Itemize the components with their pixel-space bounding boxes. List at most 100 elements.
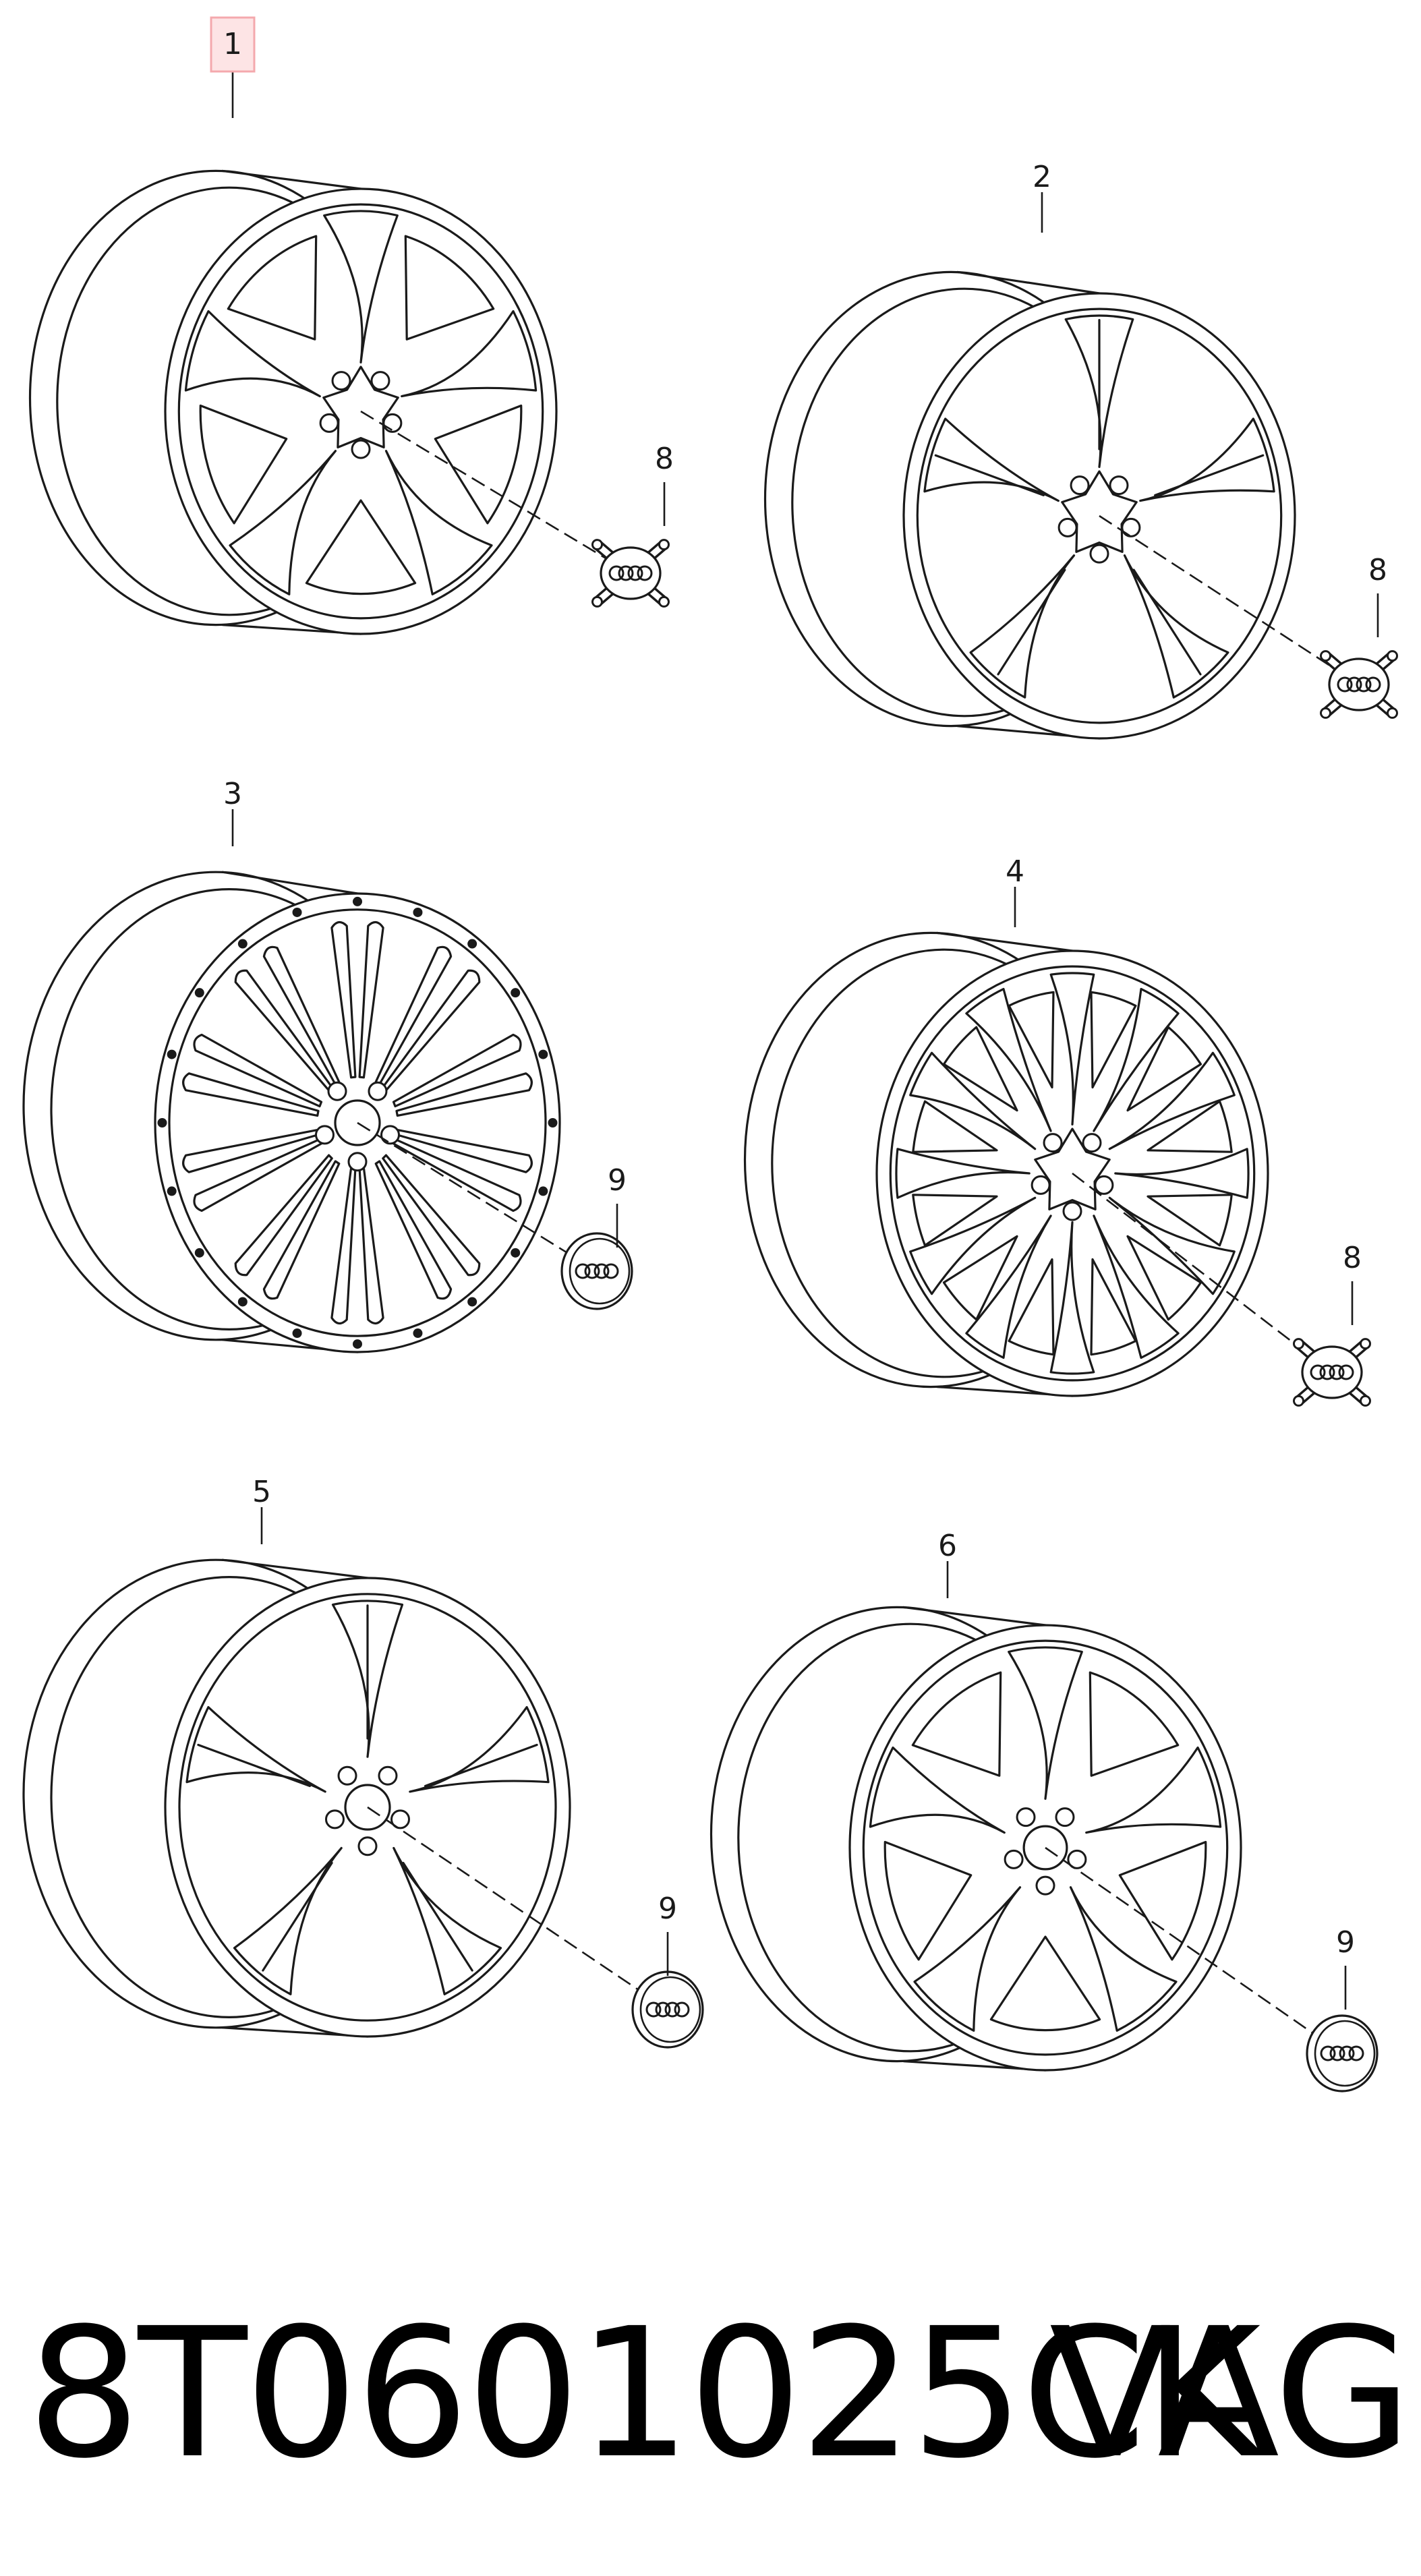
wheel-1 (28, 169, 558, 635)
spoke (395, 1129, 533, 1173)
wheel-2 (763, 270, 1296, 740)
spoke (182, 1072, 320, 1117)
emblem-ring (1356, 676, 1372, 693)
spoke (1093, 988, 1180, 1132)
lug-hole (382, 413, 403, 433)
lug-hole (331, 371, 351, 391)
spoke (229, 450, 337, 595)
brand-name: VAG (1049, 2290, 1412, 2498)
spoke (1049, 972, 1095, 1125)
spoke-window (1090, 1258, 1137, 1356)
emblem-ring (1319, 1364, 1335, 1380)
lug-hole (390, 1809, 411, 1829)
spoke (923, 417, 1060, 502)
spoke-groove (1132, 568, 1202, 676)
lug-hole (1067, 1849, 1087, 1869)
spoke-window (1008, 1258, 1055, 1356)
spoke (395, 1072, 533, 1117)
lug-hole (314, 1125, 335, 1145)
leader-dashed (357, 1121, 598, 1272)
spoke (182, 1129, 320, 1173)
wheel-rim-inner (862, 1639, 1229, 2056)
cap-body (1306, 2014, 1379, 2092)
barrel-edge (221, 169, 362, 190)
emblem-ring (1339, 2045, 1355, 2061)
spoke (1008, 1646, 1083, 1800)
rim-bolt (167, 1186, 177, 1196)
emblem-ring (593, 1263, 610, 1279)
lug-hole (1070, 475, 1090, 496)
rim-bolt (194, 1248, 204, 1258)
cap-arm-tip (658, 539, 670, 551)
cap-body-inner (1314, 2020, 1376, 2087)
emblem-ring (1329, 2045, 1345, 2061)
rim-bolt (548, 1118, 558, 1128)
spoke (393, 1846, 502, 1995)
spoke-window (434, 404, 523, 525)
spoke (185, 1706, 326, 1793)
barrel-edge (221, 871, 359, 895)
cap-arm-tip (1386, 707, 1398, 719)
lug-hole (1109, 475, 1129, 496)
rim-bolt (511, 1248, 521, 1258)
center-cap-2: 8 (1099, 515, 1398, 719)
lug-hole (1121, 517, 1141, 537)
lug-hole (1062, 1201, 1082, 1221)
cap-callout-label: 9 (658, 1892, 677, 1926)
callout-5: 5 (252, 1475, 271, 1544)
rim-bolt (237, 1297, 248, 1307)
lug-hole (1082, 1133, 1102, 1153)
cap-body (1301, 1345, 1363, 1399)
cap-arm-tip (1320, 707, 1332, 719)
emblem-ring (1337, 676, 1353, 693)
lug-hole (351, 439, 371, 459)
spoke (409, 1706, 550, 1793)
wheel-3 (22, 871, 561, 1353)
rim-bolt (292, 907, 302, 917)
spoke-window (912, 1194, 998, 1247)
barrel-edge (956, 270, 1101, 295)
part-number: 8T0601025CK (27, 2290, 1260, 2498)
spoke (358, 920, 384, 1079)
spoke (401, 310, 538, 398)
wheel-rim-inner (889, 965, 1256, 1382)
callout-2: 2 (1033, 160, 1051, 233)
lug-hole (1031, 1175, 1051, 1195)
spoke (909, 1051, 1037, 1150)
spoke (193, 1033, 323, 1108)
emblem-ring (637, 565, 653, 581)
spoke-window (1126, 1235, 1202, 1321)
callout-label: 3 (223, 777, 242, 811)
center-cap-3: 9 (357, 1121, 633, 1310)
wheel-rim-inner (178, 1593, 557, 2022)
emblem-ring (664, 2001, 680, 2018)
spoke-window (989, 1935, 1101, 2032)
rim-bolt (194, 988, 204, 998)
spoke (1049, 1221, 1095, 1375)
wheel-4 (743, 931, 1269, 1397)
spoke (1114, 1148, 1250, 1199)
spoke-window (1147, 1100, 1233, 1153)
spoke (1085, 1746, 1222, 1834)
hub-center (322, 365, 399, 448)
emblem-ring (1338, 1364, 1354, 1380)
rim-bolt (467, 1297, 477, 1307)
spoke (330, 920, 357, 1079)
emblem-ring (1320, 2045, 1336, 2061)
footer-caption: 8T0601025CK VAG (27, 2283, 1412, 2505)
wheel-6 (709, 1606, 1242, 2072)
spoke-window (911, 1671, 1002, 1777)
center-cap-5: 9 (367, 1806, 704, 2049)
lug-hole (1043, 1133, 1063, 1153)
cap-body-inner (639, 1976, 701, 2043)
spoke (193, 1138, 323, 1212)
emblem-ring (584, 1263, 600, 1279)
cap-body (600, 546, 662, 600)
spoke-window (1147, 1194, 1233, 1247)
cap-arm-tip (1293, 1395, 1305, 1407)
rim-bolt (467, 939, 477, 949)
spoke-window (404, 235, 495, 341)
cap-callout-label: 8 (1343, 1241, 1362, 1275)
lug-hole (378, 1765, 398, 1786)
emblem-ring (1310, 1364, 1326, 1380)
